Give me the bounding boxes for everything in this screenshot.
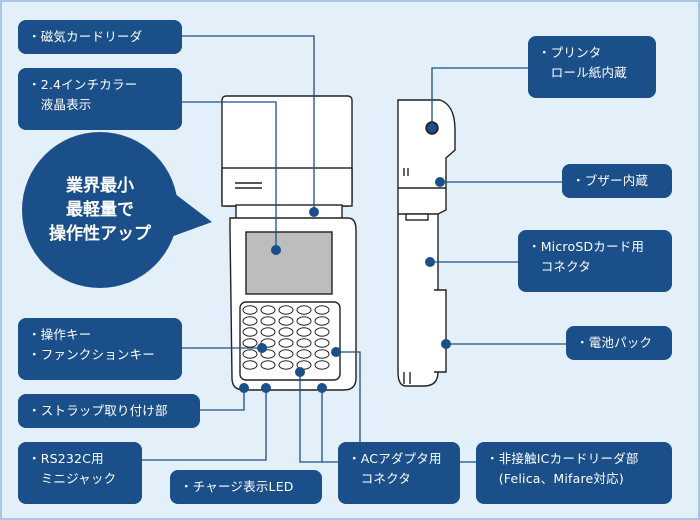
label-contactless-ic: ・非接触ICカードリーダ部 (Felica、Mifare対応): [476, 442, 672, 504]
label-color-lcd: ・2.4インチカラー 液晶表示: [18, 68, 182, 130]
keypad-key: [260, 360, 276, 370]
keypad-key: [242, 305, 258, 315]
device-screen: [245, 231, 333, 295]
keypad-key: [242, 327, 258, 337]
keypad-key: [242, 360, 258, 370]
keypad-key: [278, 316, 294, 326]
label-ac-adapter: ・ACアダプタ用 コネクタ: [338, 442, 460, 504]
keypad-key: [242, 316, 258, 326]
label-magnetic-card-reader: ・磁気カードリーダ: [18, 20, 182, 54]
keypad-key: [260, 305, 276, 315]
callout-text: 業界最小 最軽量で 操作性アップ: [49, 176, 151, 244]
keypad-key: [314, 316, 330, 326]
keypad-key: [314, 349, 330, 359]
keypad-key: [278, 349, 294, 359]
label-microsd: ・MicroSDカード用 コネクタ: [518, 230, 672, 292]
keypad-key: [278, 327, 294, 337]
keypad-key: [314, 360, 330, 370]
label-battery: ・電池パック: [566, 326, 672, 360]
keypad-key: [260, 316, 276, 326]
keypad-key: [278, 305, 294, 315]
label-operation-keys: ・操作キー ・ファンクションキー: [18, 318, 182, 380]
keypad-key: [278, 360, 294, 370]
label-printer: ・プリンタ ロール紙内蔵: [528, 36, 656, 98]
callout-bubble: [22, 132, 212, 288]
label-strap-mount: ・ストラップ取り付け部: [18, 394, 200, 428]
keypad-key: [314, 338, 330, 348]
keypad-key: [296, 338, 312, 348]
keypad-key: [242, 349, 258, 359]
keypad-key: [296, 349, 312, 359]
leader-dots: [239, 123, 451, 393]
keypad-key: [314, 327, 330, 337]
label-charge-led: ・チャージ表示LED: [170, 470, 322, 504]
keypad-key: [278, 338, 294, 348]
label-buzzer: ・ブザー内蔵: [562, 164, 672, 198]
keypad-key: [260, 327, 276, 337]
keypad-key: [242, 338, 258, 348]
keypad-key: [314, 305, 330, 315]
device-keypad: [242, 305, 330, 370]
keypad-key: [296, 316, 312, 326]
label-rs232c: ・RS232C用 ミニジャック: [18, 442, 142, 504]
leader-lines: [142, 35, 566, 463]
keypad-key: [296, 327, 312, 337]
keypad-key: [296, 305, 312, 315]
